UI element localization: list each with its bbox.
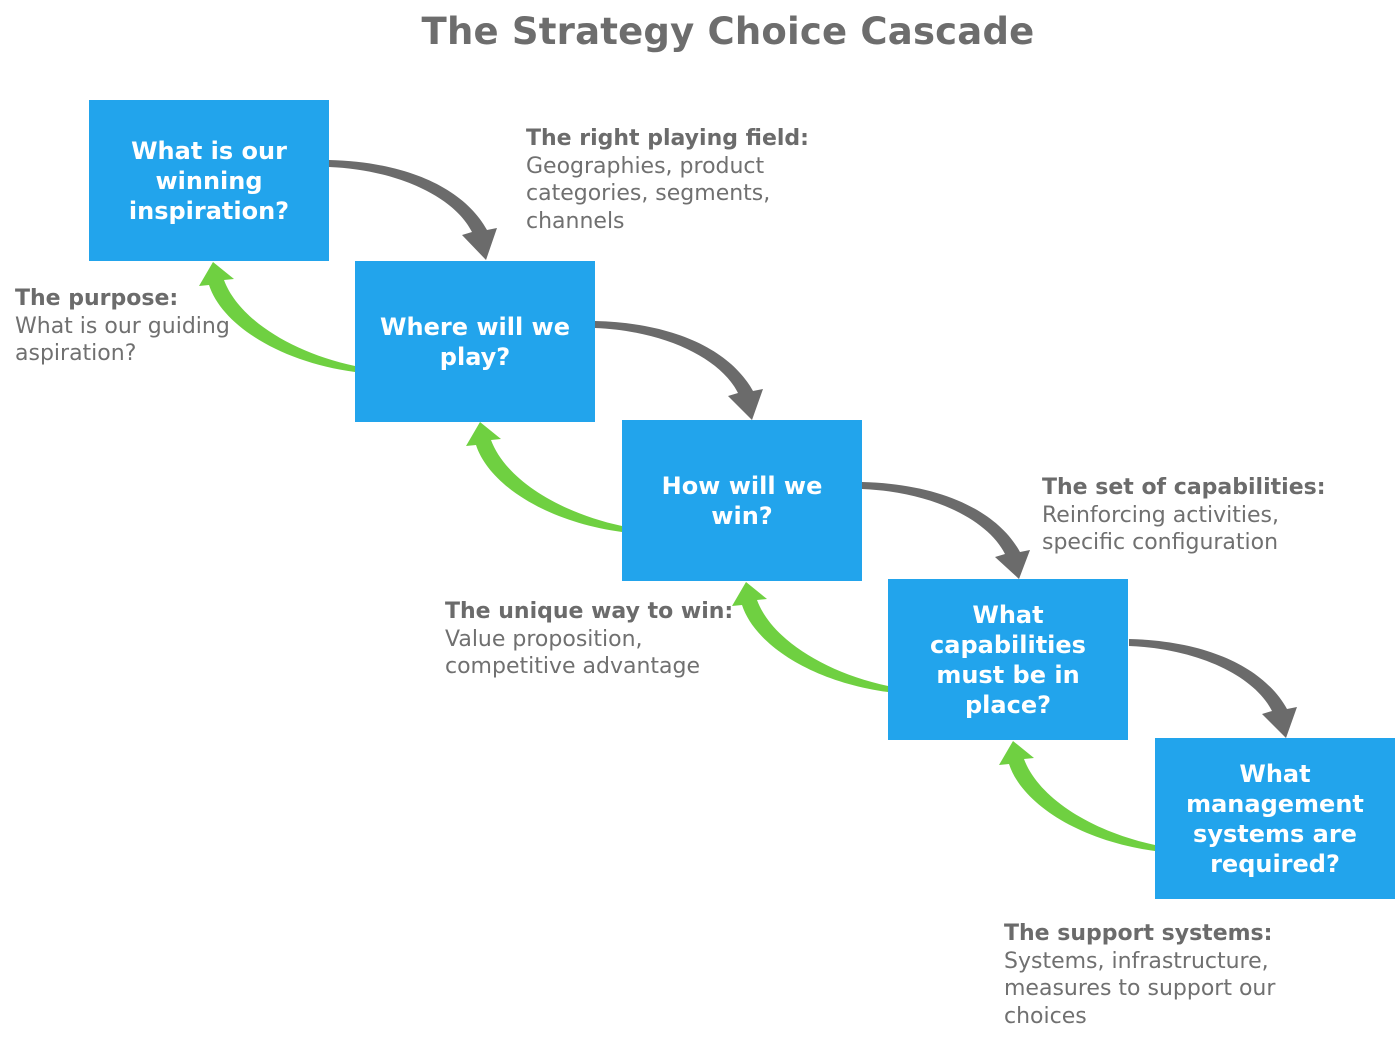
feedback-arrow-2: [466, 422, 622, 532]
note-heading: The purpose:: [15, 286, 179, 311]
note-capabilities: The set of capabilities: Reinforcing act…: [1042, 474, 1326, 557]
feedback-arrow-3: [732, 582, 888, 692]
cascade-step-where-to-play: Where will we play?: [355, 261, 595, 422]
forward-arrow-3: [862, 482, 1030, 579]
feedback-arrow-4: [999, 741, 1155, 851]
cascade-step-how-to-win: How will we win?: [622, 420, 862, 581]
note-body: Reinforcing activities, specific configu…: [1042, 502, 1279, 556]
step-label: What is our winning inspiration?: [128, 136, 290, 225]
note-unique-way-to-win: The unique way to win: Value proposition…: [445, 598, 733, 681]
forward-arrow-4: [1129, 639, 1297, 738]
step-label: What management systems are required?: [1186, 759, 1364, 878]
note-body: What is our guiding aspiration?: [15, 313, 230, 367]
forward-arrow-1: [329, 160, 497, 260]
forward-arrow-2: [595, 321, 763, 420]
note-heading: The support systems:: [1004, 921, 1273, 946]
note-body: Value proposition, competitive advantage: [445, 626, 701, 680]
step-label: What capabilities must be in place?: [930, 600, 1086, 719]
note-support-systems: The support systems: Systems, infrastruc…: [1004, 920, 1275, 1030]
cascade-step-management-systems: What management systems are required?: [1155, 738, 1395, 899]
note-heading: The right playing field:: [526, 126, 809, 151]
note-playing-field: The right playing field: Geographies, pr…: [526, 125, 809, 235]
note-body: Systems, infrastructure, measures to sup…: [1004, 948, 1276, 1029]
step-label: Where will we play?: [380, 312, 570, 371]
note-purpose: The purpose: What is our guiding aspirat…: [15, 285, 230, 368]
cascade-step-inspiration: What is our winning inspiration?: [89, 100, 329, 261]
step-label: How will we win?: [661, 471, 823, 530]
cascade-step-capabilities: What capabilities must be in place?: [888, 579, 1128, 740]
note-heading: The unique way to win:: [445, 599, 734, 624]
note-body: Geographies, product categories, segment…: [526, 153, 771, 234]
diagram-title: The Strategy Choice Cascade: [421, 10, 1035, 53]
note-heading: The set of capabilities:: [1042, 475, 1326, 500]
